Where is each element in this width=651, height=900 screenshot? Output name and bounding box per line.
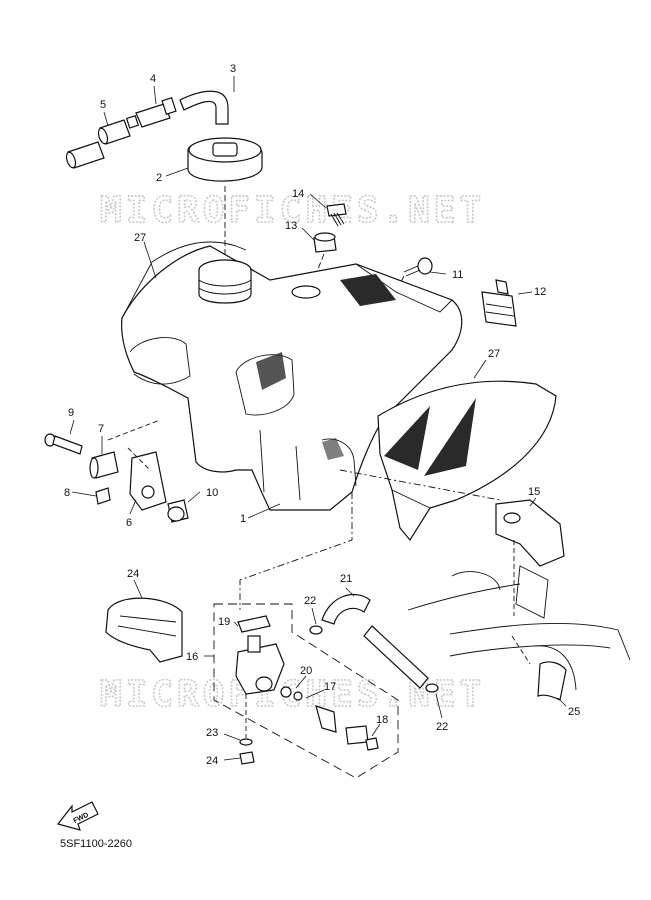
part-5-hose-pieces (65, 119, 131, 169)
callout-27-right: 27 (488, 348, 500, 360)
callout-17: 17 (324, 681, 336, 693)
callout-2: 2 (156, 172, 162, 184)
part-14-bolt (326, 203, 347, 227)
callout-22-upper: 22 (304, 595, 316, 607)
watermark-bottom: MICROFICHES.NET (100, 674, 485, 715)
part-6-bracket (129, 451, 167, 511)
part-21-fuel-hose (321, 593, 429, 689)
callout-16: 16 (186, 651, 198, 663)
part-23-washer (239, 738, 253, 746)
part-10-collar (167, 499, 189, 523)
part-18-screw-plate (345, 725, 379, 751)
part-17-elbow (315, 705, 337, 733)
callout-4: 4 (150, 73, 156, 85)
callout-26: 25 (568, 706, 580, 718)
callout-22-lower: 22 (436, 721, 448, 733)
callout-10: 10 (206, 487, 218, 499)
callout-19: 19 (218, 616, 230, 628)
part-15-bracket (495, 499, 565, 567)
callout-5: 5 (100, 99, 106, 111)
part-1-fuel-tank (121, 241, 463, 511)
callout-3: 3 (230, 63, 236, 75)
part-26-guide (537, 661, 567, 701)
fuel-cock-body (235, 635, 285, 695)
part-13-collar (313, 232, 337, 253)
part-3-breather-hose (179, 90, 229, 125)
callout-1: 1 (240, 513, 246, 525)
callout-6: 6 (126, 517, 132, 529)
callouts: 3 4 5 2 14 13 27 11 12 27 9 7 8 10 6 1 1… (64, 63, 580, 767)
callout-25: 24 (127, 568, 139, 580)
part-2-tank-cap (187, 137, 263, 182)
fuel-cock-assembly-box (213, 603, 399, 779)
callout-18: 18 (376, 714, 388, 726)
part-4-fuel-filter (125, 97, 177, 129)
callout-7: 7 (98, 423, 104, 435)
callout-8: 8 (64, 487, 70, 499)
callout-20: 20 (300, 665, 312, 677)
part-27-right-shroud (377, 380, 557, 542)
part-25-cover (105, 597, 183, 663)
callout-14: 14 (292, 188, 304, 200)
part-12-damper (481, 279, 517, 327)
part-24-screw (239, 751, 255, 765)
part-7-damper (89, 451, 119, 479)
callout-11: 11 (452, 269, 463, 281)
part-8-bolt (95, 487, 111, 505)
part-22-clip-lower (425, 683, 439, 693)
leader-lines (69, 76, 567, 761)
callout-27-left: 27 (134, 232, 146, 244)
drawing-code: 5SF1100-2260 (60, 838, 132, 850)
callout-13: 13 (285, 220, 297, 232)
part-9-bolt (44, 433, 83, 455)
part-20-o-ring (280, 686, 303, 701)
frame-section (407, 565, 631, 691)
watermark-top: MICROFICHES.NET (100, 190, 485, 231)
part-11-bolt (403, 257, 433, 277)
part-22-clip-upper (309, 625, 323, 635)
callout-23: 23 (206, 727, 218, 739)
callout-12: 12 (534, 286, 546, 298)
callout-15: 15 (528, 486, 540, 498)
fwd-arrow-icon: FWD (56, 801, 99, 831)
callout-9: 9 (68, 407, 74, 419)
callout-24: 24 (206, 755, 218, 767)
part-19-gasket (237, 615, 271, 633)
callout-21: 21 (340, 573, 352, 585)
